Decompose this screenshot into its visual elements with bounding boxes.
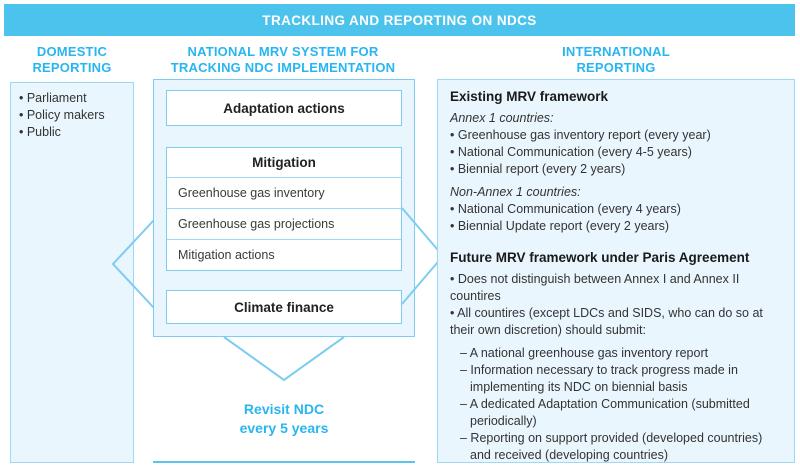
list-item: • National Communication (every 4-5 year… bbox=[450, 145, 692, 159]
sub-list-item: – Information necessary to track progres… bbox=[460, 363, 738, 394]
column-heading-domestic: DOMESTIC REPORTING bbox=[32, 44, 112, 75]
non-annex1-label: Non-Annex 1 countries: bbox=[450, 185, 581, 199]
sub-list-item: – A dedicated Adaptation Communication (… bbox=[460, 397, 750, 428]
mitigation-box: Mitigation Greenhouse gas inventory Gree… bbox=[166, 147, 402, 271]
revisit-ndc-note: Revisit NDC every 5 years bbox=[153, 400, 415, 438]
column-heading-national: NATIONAL MRV SYSTEM FOR TRACKING NDC IMP… bbox=[170, 44, 396, 75]
sub-list-item: – Reporting on support provided (develop… bbox=[460, 431, 763, 462]
list-item: • Greenhouse gas inventory report (every… bbox=[450, 128, 711, 142]
divider bbox=[153, 461, 415, 463]
international-reporting-panel: Existing MRV framework Annex 1 countries… bbox=[437, 79, 795, 463]
list-item: • Biennial Update report (every 2 years) bbox=[450, 219, 670, 233]
adaptation-actions-box: Adaptation actions bbox=[166, 90, 402, 126]
future-framework-heading: Future MRV framework under Paris Agreeme… bbox=[450, 250, 750, 265]
mitigation-row: Greenhouse gas inventory bbox=[167, 177, 401, 208]
spacer bbox=[450, 235, 782, 249]
list-item: • Policy makers bbox=[19, 108, 105, 122]
list-item: • Public bbox=[19, 125, 61, 139]
column-heading-international: INTERNATIONAL REPORTING bbox=[562, 44, 670, 75]
revisit-line-2: every 5 years bbox=[239, 420, 329, 436]
page-title-banner: TRACKLING AND REPORTING ON NDCS bbox=[4, 4, 795, 36]
mitigation-row: Greenhouse gas projections bbox=[167, 208, 401, 239]
domestic-reporting-panel: • Parliament • Policy makers • Public bbox=[10, 82, 134, 463]
list-item: • Does not distinguish between Annex I a… bbox=[450, 272, 740, 303]
climate-finance-box: Climate finance bbox=[166, 290, 402, 324]
mitigation-title: Mitigation bbox=[252, 155, 316, 170]
national-mrv-panel: Adaptation actions Mitigation Greenhouse… bbox=[153, 79, 415, 337]
chevron-down-icon bbox=[223, 336, 345, 382]
mitigation-row: Mitigation actions bbox=[167, 239, 401, 270]
annex1-label: Annex 1 countries: bbox=[450, 111, 554, 125]
revisit-line-1: Revisit NDC bbox=[243, 401, 325, 417]
sub-list-item: – A national greenhouse gas inventory re… bbox=[460, 346, 709, 360]
existing-framework-heading: Existing MRV framework bbox=[450, 89, 609, 104]
list-item: • National Communication (every 4 years) bbox=[450, 202, 681, 216]
list-item: • Parliament bbox=[19, 91, 87, 105]
list-item: • Biennial report (every 2 years) bbox=[450, 162, 626, 176]
list-item: • All countires (except LDCs and SIDS, w… bbox=[450, 306, 763, 337]
